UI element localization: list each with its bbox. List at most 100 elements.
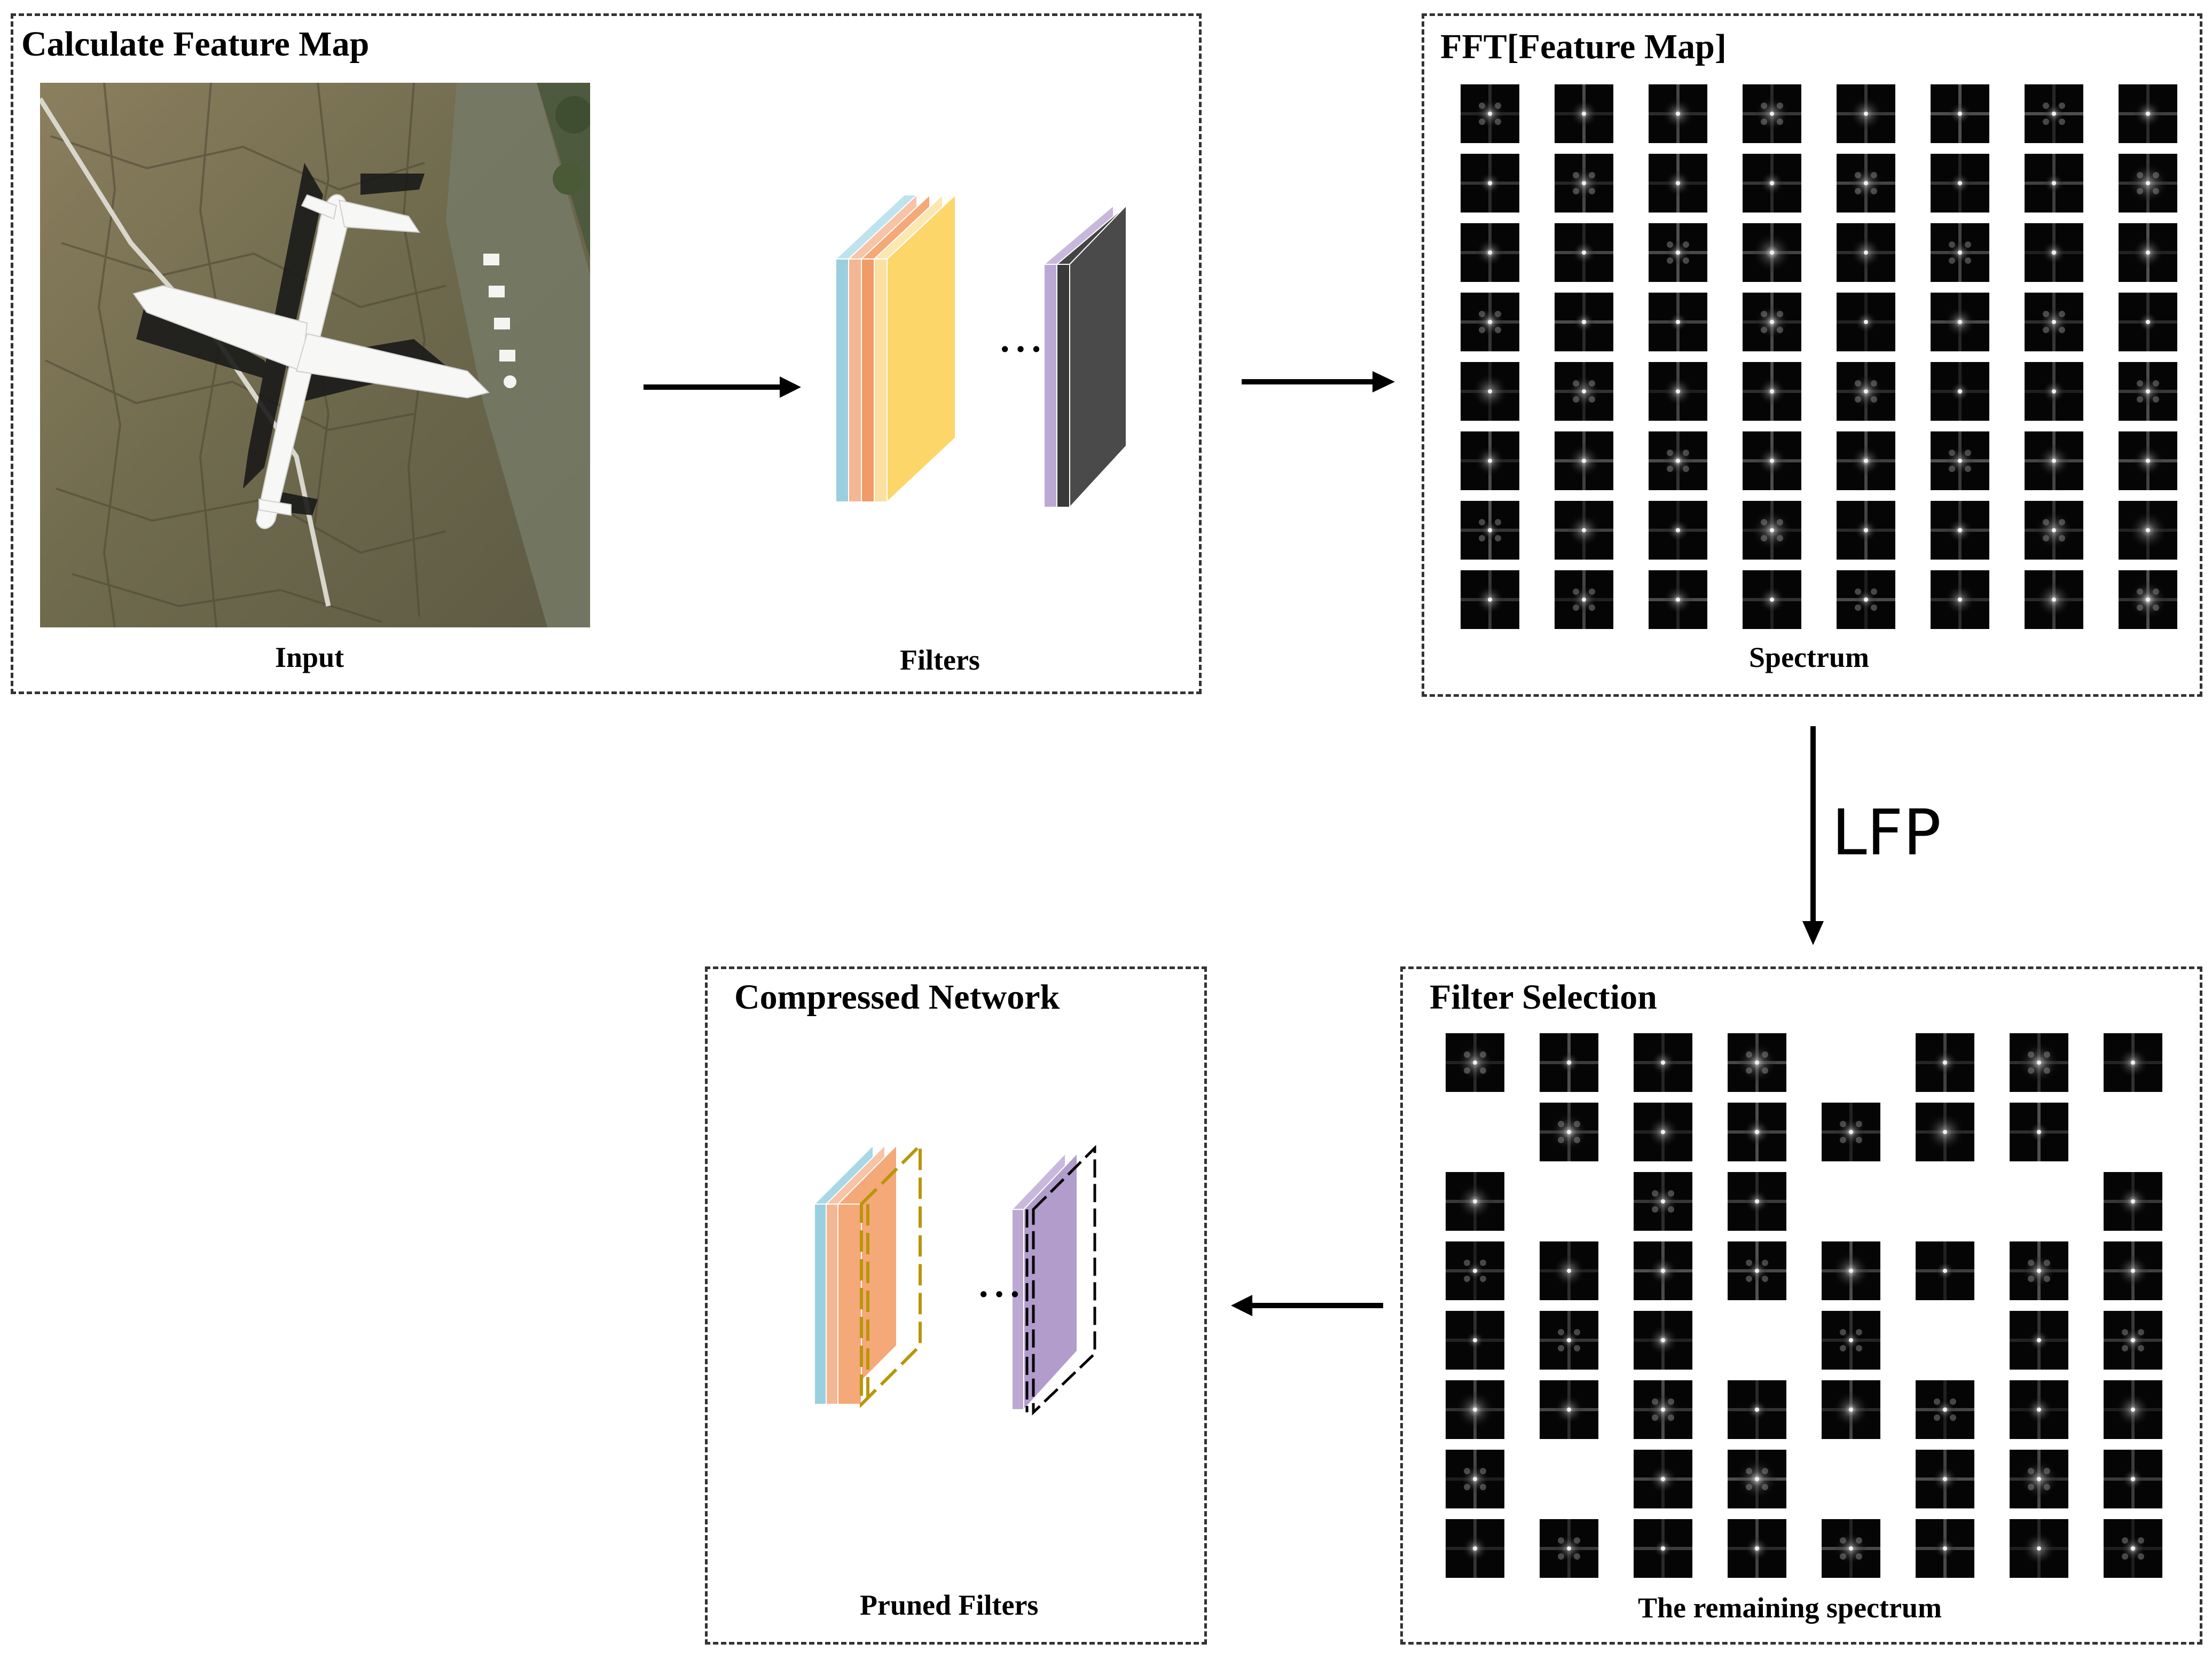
remaining-spectrum-thumbnail — [1446, 1519, 1504, 1578]
remaining-spectrum-thumbnail — [1916, 1380, 1974, 1439]
spectrum-thumbnail — [2119, 293, 2177, 351]
remaining-spectrum-thumbnail — [2010, 1103, 2068, 1161]
spectrum-thumbnail — [2119, 362, 2177, 421]
arrow-input-to-filters — [644, 376, 801, 398]
remaining-spectrum-thumbnail — [2010, 1033, 2068, 1092]
input-aerial-image — [40, 83, 590, 627]
spectrum-thumbnail — [1837, 570, 1895, 629]
spectrum-thumbnail — [1555, 84, 1613, 143]
remaining-spectrum-thumbnail — [1540, 1380, 1598, 1439]
lfp-label: LFP — [1832, 796, 1941, 869]
spectrum-thumbnail — [2119, 501, 2177, 560]
pruned-filters-stack — [814, 1145, 1096, 1416]
spectrum-thumbnail — [1649, 84, 1707, 143]
filters-caption: Filters — [900, 644, 980, 676]
fft-title: FFT[Feature Map] — [1440, 27, 1727, 66]
remaining-spectrum-empty-slot — [2010, 1172, 2068, 1231]
spectrum-thumbnail — [1461, 362, 1519, 421]
fft-panel: FFT[Feature Map] Spectrum — [1422, 13, 2202, 697]
remaining-spectrum-thumbnail — [2104, 1380, 2162, 1439]
spectrum-thumbnail — [1931, 154, 1989, 213]
spectrum-thumbnail — [1743, 293, 1801, 351]
remaining-spectrum-thumbnail — [1634, 1380, 1692, 1439]
spectrum-thumbnail — [2025, 223, 2083, 282]
remaining-spectrum-thumbnail — [1822, 1103, 1880, 1161]
remaining-spectrum-thumbnail — [1916, 1519, 1974, 1578]
arrow-to-compressed — [1231, 1295, 1383, 1316]
spectrum-thumbnail — [1649, 501, 1707, 560]
remaining-spectrum-thumbnail — [1728, 1519, 1786, 1578]
spectrum-thumbnail — [1931, 223, 1989, 282]
remaining-spectrum-thumbnail — [2010, 1311, 2068, 1370]
remaining-spectrum-thumbnail — [1634, 1033, 1692, 1092]
remaining-spectrum-thumbnail — [1446, 1172, 1504, 1231]
remaining-spectrum-empty-slot — [1446, 1103, 1504, 1161]
spectrum-thumbnail — [2025, 84, 2083, 143]
filters-stack — [836, 195, 1127, 509]
spectrum-thumbnail — [2025, 293, 2083, 351]
filter-selection-title: Filter Selection — [1430, 978, 1657, 1017]
spectrum-thumbnail — [1837, 293, 1895, 351]
remaining-spectrum-thumbnail — [2104, 1519, 2162, 1578]
spectrum-thumbnail — [2119, 154, 2177, 213]
remaining-spectrum-thumbnail — [1446, 1241, 1504, 1300]
remaining-spectrum-thumbnail — [1916, 1450, 1974, 1508]
spectrum-thumbnail — [1649, 223, 1707, 282]
remaining-spectrum-empty-slot — [1822, 1450, 1880, 1508]
spectrum-thumbnail — [1649, 570, 1707, 629]
removed-filter-gold-dashed — [860, 1145, 922, 1409]
spectrum-thumbnail — [2119, 431, 2177, 490]
spectrum-thumbnail — [1743, 154, 1801, 213]
remaining-spectrum-thumbnail — [1822, 1519, 1880, 1578]
spectrum-thumbnail — [1555, 293, 1613, 351]
spectrum-thumbnail — [2025, 501, 2083, 560]
spectrum-thumbnail — [1837, 431, 1895, 490]
spectrum-thumbnail — [1837, 362, 1895, 421]
spectrum-thumbnail — [1649, 362, 1707, 421]
remaining-spectrum-thumbnail — [1728, 1241, 1786, 1300]
spectrum-grid — [1461, 84, 2177, 629]
remaining-spectrum-empty-slot — [1916, 1311, 1974, 1370]
spectrum-thumbnail — [1555, 362, 1613, 421]
spectrum-thumbnail — [2119, 570, 2177, 629]
remaining-spectrum-thumbnail — [2104, 1450, 2162, 1508]
remaining-spectrum-thumbnail — [2010, 1519, 2068, 1578]
filters-ellipsis: ··· — [999, 329, 1046, 370]
arrow-to-fft — [1242, 371, 1395, 392]
remaining-spectrum-thumbnail — [1634, 1241, 1692, 1300]
spectrum-thumbnail — [1461, 570, 1519, 629]
filter-selection-panel: Filter Selection The remaining spectrum — [1400, 966, 2202, 1645]
remaining-spectrum-thumbnail — [1822, 1311, 1880, 1370]
remaining-spectrum-thumbnail — [2104, 1172, 2162, 1231]
pruned-filters-caption: Pruned Filters — [860, 1589, 1039, 1621]
spectrum-thumbnail — [1931, 501, 1989, 560]
remaining-spectrum-thumbnail — [1634, 1519, 1692, 1578]
spectrum-thumbnail — [2119, 223, 2177, 282]
spectrum-thumbnail — [1743, 431, 1801, 490]
compressed-network-panel: Compressed Network — [705, 966, 1207, 1645]
remaining-spectrum-empty-slot — [1822, 1172, 1880, 1231]
remaining-spectrum-thumbnail — [1540, 1033, 1598, 1092]
spectrum-thumbnail — [1555, 570, 1613, 629]
spectrum-thumbnail — [1461, 154, 1519, 213]
spectrum-thumbnail — [2119, 84, 2177, 143]
spectrum-thumbnail — [1461, 501, 1519, 560]
remaining-spectrum-thumbnail — [1634, 1450, 1692, 1508]
pruned-filters-ellipsis: ··· — [977, 1274, 1025, 1315]
remaining-spectrum-thumbnail — [1446, 1311, 1504, 1370]
spectrum-thumbnail — [1931, 293, 1989, 351]
remaining-spectrum-thumbnail — [1446, 1380, 1504, 1439]
remaining-spectrum-thumbnail — [1728, 1172, 1786, 1231]
remaining-spectrum-thumbnail — [1446, 1033, 1504, 1092]
removed-filter-black-dashed — [1025, 1145, 1096, 1416]
spectrum-thumbnail — [1931, 362, 1989, 421]
spectrum-thumbnail — [1461, 293, 1519, 351]
spectrum-thumbnail — [1743, 501, 1801, 560]
remaining-spectrum-caption: The remaining spectrum — [1638, 1592, 1942, 1624]
remaining-spectrum-empty-slot — [1540, 1450, 1598, 1508]
arrow-lfp — [1802, 726, 1824, 945]
remaining-spectrum-empty-slot — [1540, 1172, 1598, 1231]
spectrum-thumbnail — [2025, 431, 2083, 490]
remaining-spectrum-thumbnail — [1916, 1103, 1974, 1161]
remaining-spectrum-thumbnail — [1728, 1380, 1786, 1439]
